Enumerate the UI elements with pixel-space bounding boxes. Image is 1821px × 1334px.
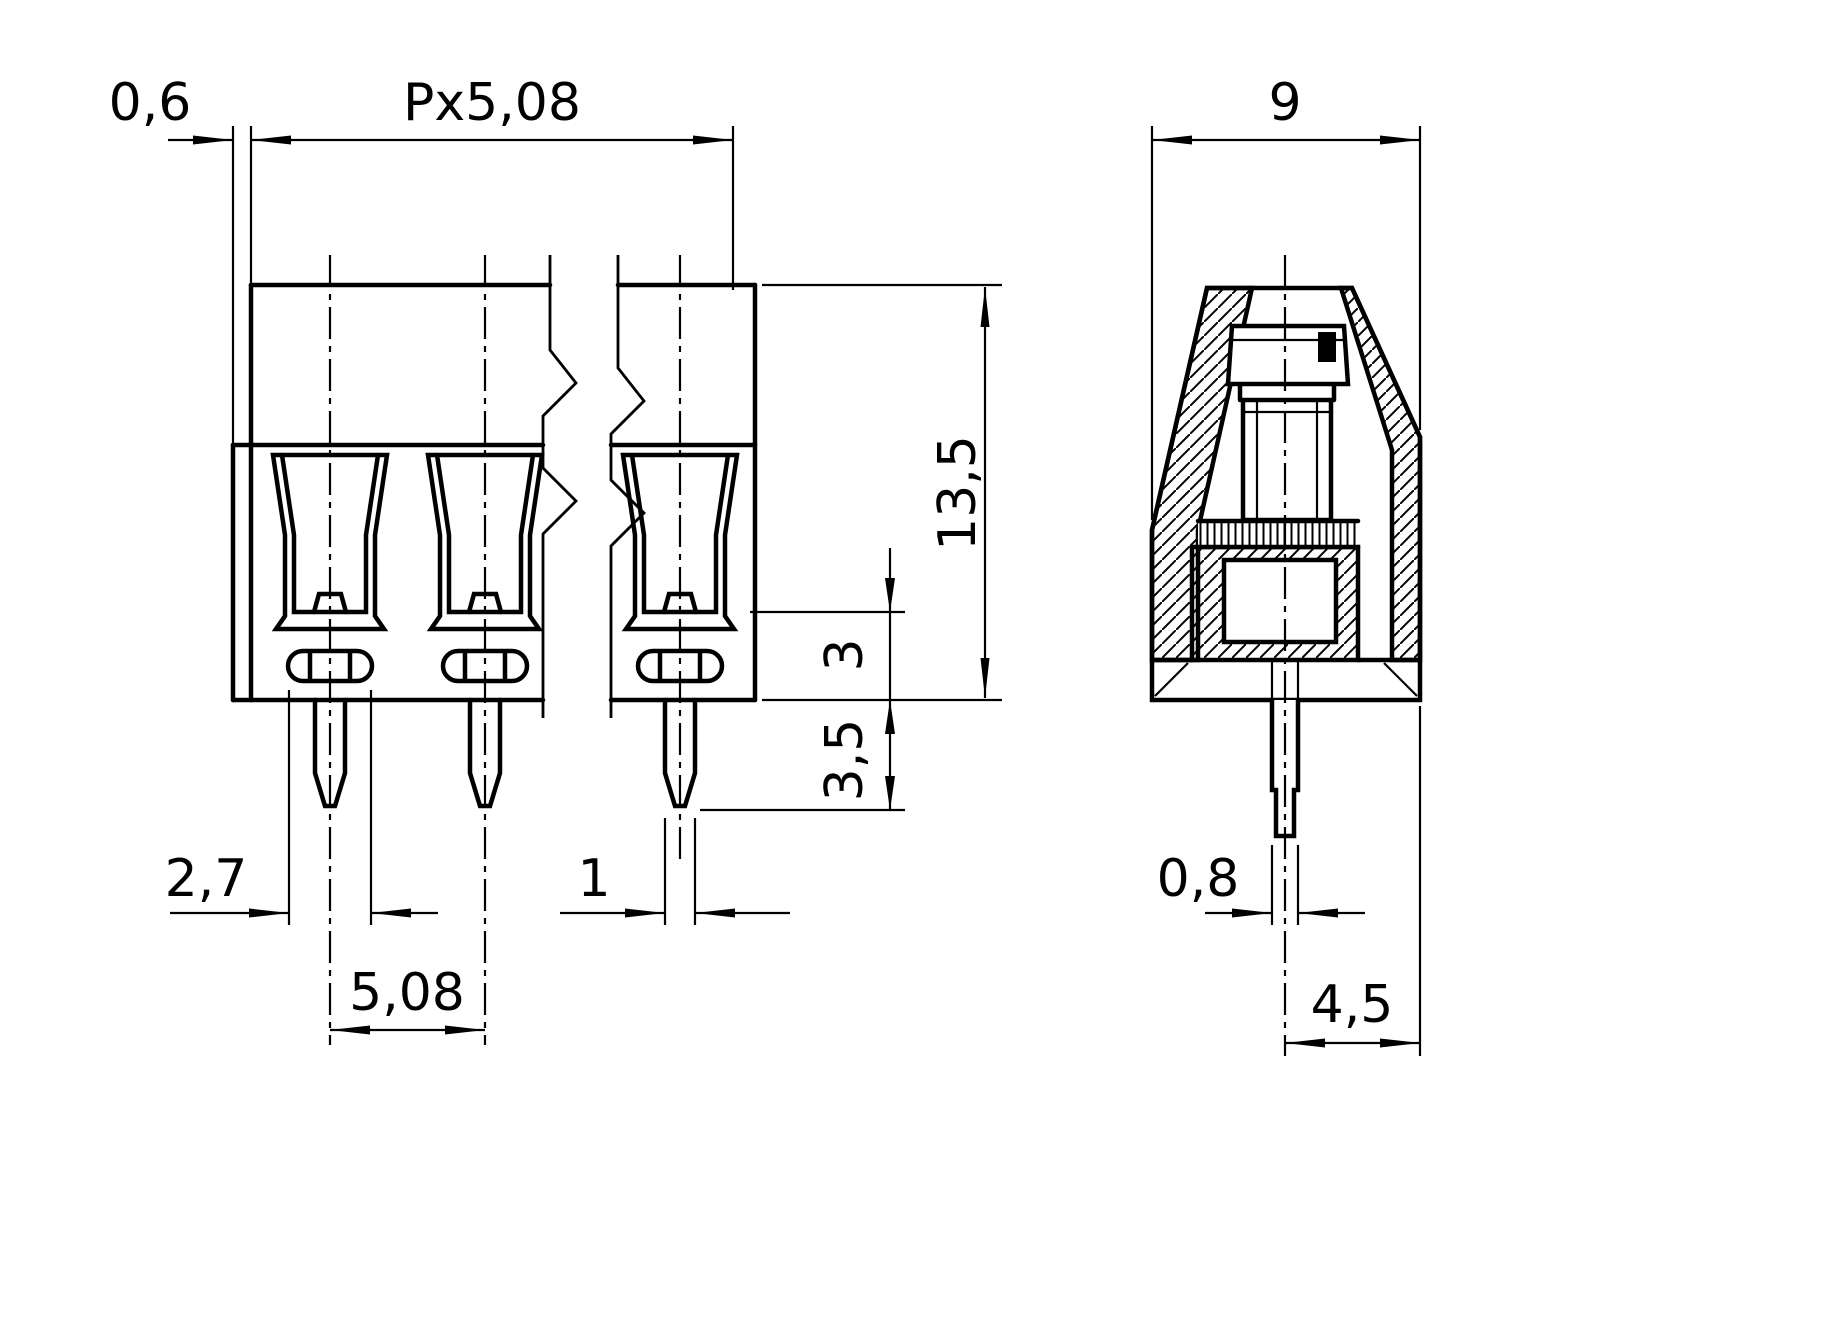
dim-pitch: 5,08 — [330, 963, 485, 1035]
dim-label-height: 13,5 — [928, 435, 988, 551]
dim-pin-length: 3,5 — [700, 719, 905, 812]
break-lines — [541, 255, 646, 718]
front-body — [230, 282, 758, 703]
screw-shaft — [1237, 381, 1337, 523]
wire-clamp — [1189, 544, 1361, 663]
dim-label-center-offset: 4,5 — [1311, 975, 1394, 1035]
dim-pin-width: 1 — [560, 818, 790, 925]
dim-label-slot-width: 2,7 — [165, 849, 248, 909]
centerlines-front — [328, 255, 682, 1045]
dim-label-pin-length: 3,5 — [815, 719, 875, 802]
screw-head — [1225, 323, 1351, 387]
side-view — [1149, 255, 1423, 1056]
front-view — [230, 255, 758, 1045]
base-details — [1149, 657, 1423, 698]
dim-end-wall: 0,6 — [109, 73, 253, 445]
screw-slot — [1318, 332, 1336, 362]
dim-height: 13,5 — [762, 283, 1002, 702]
dim-pin-thickness: 0,8 — [1157, 845, 1365, 925]
dim-slot-width: 2,7 — [165, 690, 438, 925]
dim-label-pin-width: 1 — [577, 849, 610, 909]
side-outline — [1149, 285, 1423, 703]
dim-depth: 9 — [1150, 73, 1422, 520]
dim-recess: 3 — [750, 548, 905, 810]
thread-band — [1195, 518, 1361, 550]
dim-label-pin-thickness: 0,8 — [1157, 849, 1240, 909]
dim-label-pitch: 5,08 — [349, 963, 465, 1023]
dim-label-recess: 3 — [815, 638, 875, 671]
dim-center-offset: 4,5 — [1285, 706, 1422, 1056]
dim-label-end-wall: 0,6 — [109, 73, 192, 133]
dim-pitch-total: Px5,08 — [251, 73, 735, 290]
dim-label-depth: 9 — [1268, 73, 1301, 133]
dim-label-pitch-total: Px5,08 — [403, 73, 581, 133]
